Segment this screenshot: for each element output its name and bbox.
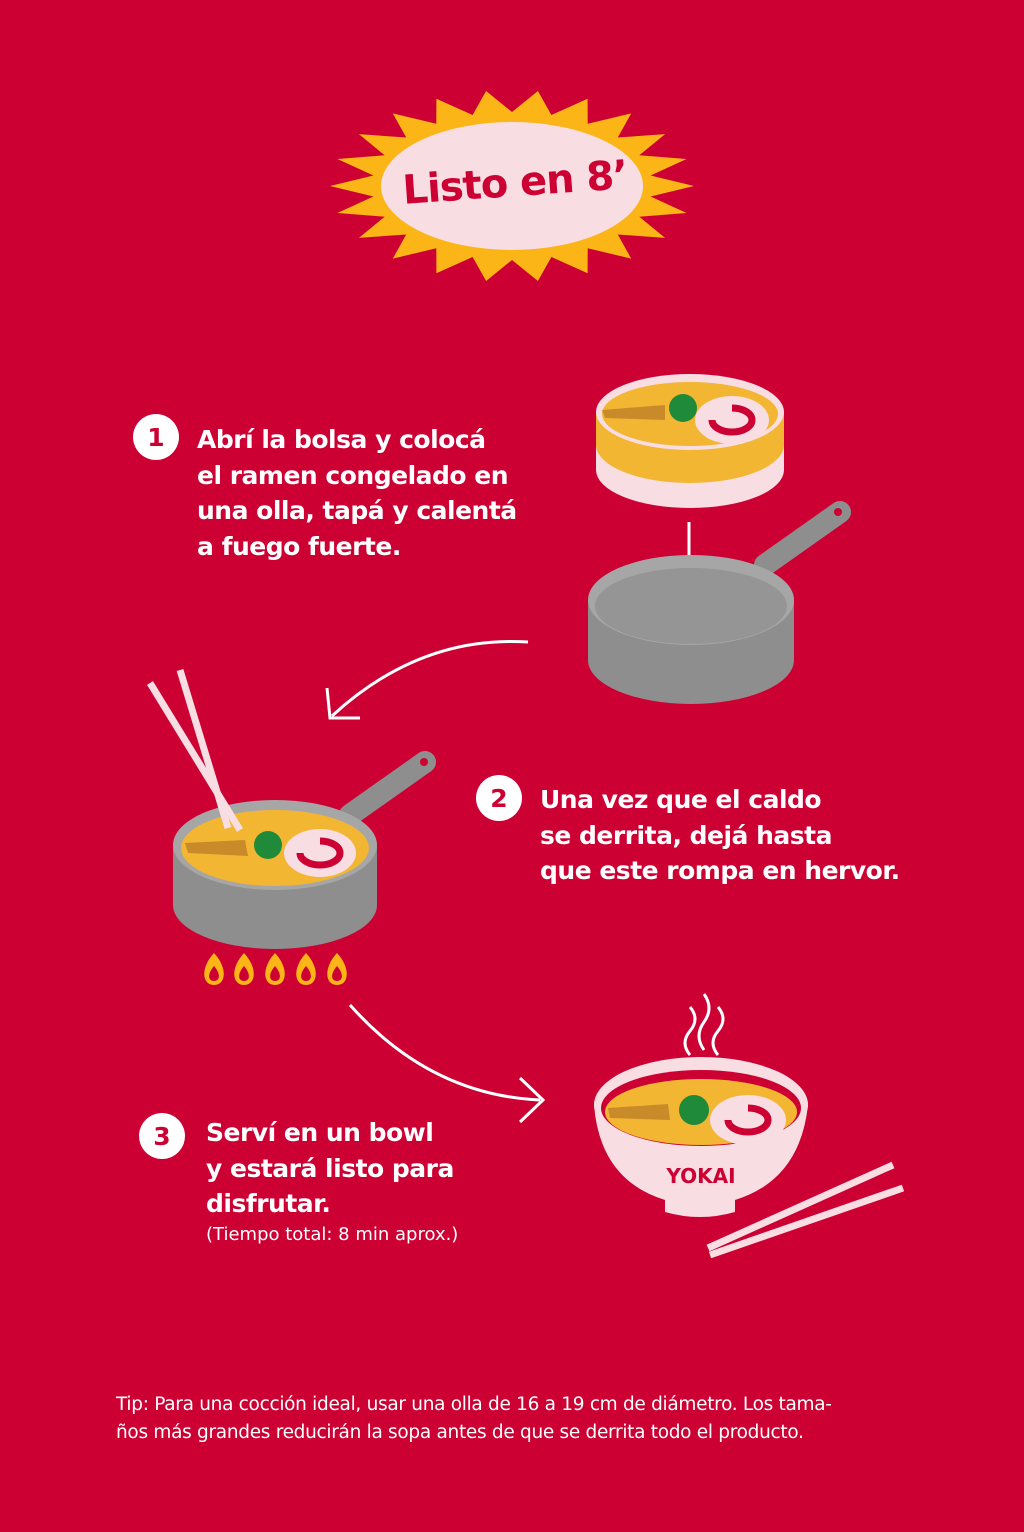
step-2-text: Una vez que el caldo se derrita, dejá ha…: [540, 782, 900, 889]
tip-line: Tip: Para una cocción ideal, usar una ol…: [116, 1394, 832, 1415]
flame-inner: [270, 966, 280, 981]
step-2-number: 2: [476, 775, 522, 821]
chopstick: [147, 681, 243, 832]
flame-inner: [209, 966, 219, 981]
flame-inner: [301, 966, 311, 981]
steam-icon: [683, 993, 725, 1056]
step-line: a fuego fuerte.: [197, 531, 401, 561]
step-1-text: Abrí la bolsa y colocá el ramen congelad…: [197, 422, 517, 564]
step-line: el ramen congelado en: [197, 460, 509, 490]
step-line: se derrita, dejá hasta: [540, 820, 833, 850]
step-line: Serví en un bowl: [206, 1118, 434, 1147]
step-line: una olla, tapá y calentá: [197, 496, 517, 525]
chopstick: [708, 1184, 905, 1259]
frozen-ramen-disc: [596, 374, 784, 508]
chopstick: [176, 668, 232, 830]
badge-center: [373, 114, 651, 258]
flame-icons: [204, 953, 347, 985]
step-note: (Tiempo total: 8 min aprox.): [206, 1223, 459, 1245]
chopstick: [706, 1161, 895, 1252]
flame-inner: [239, 966, 249, 981]
flame-inner: [332, 966, 342, 981]
pot-with-ramen: [147, 668, 436, 949]
step-line: que este rompa en hervor.: [540, 856, 900, 885]
step-line: Una vez que el caldo: [540, 785, 822, 814]
arrow-curve-1: [330, 639, 529, 718]
step-3-number: 3: [139, 1113, 185, 1159]
empty-pot: [588, 501, 851, 704]
step-3-text: Serví en un bowl y estará listo para dis…: [206, 1115, 458, 1248]
ramen-bowl: YOKAI: [594, 1057, 808, 1217]
step-1-number: 1: [133, 414, 179, 460]
bowl-brand: YOKAI: [665, 1164, 735, 1188]
step-line: Abrí la bolsa y colocá: [197, 425, 486, 454]
tip-line: ños más grandes reducirán la sopa antes …: [116, 1421, 804, 1443]
step-line: disfrutar.: [206, 1189, 331, 1218]
arrow-curve-2: [348, 1004, 541, 1102]
step-line: y estará listo para: [206, 1153, 454, 1183]
tip-text: Tip: Para una cocción ideal, usar una ol…: [116, 1391, 832, 1446]
